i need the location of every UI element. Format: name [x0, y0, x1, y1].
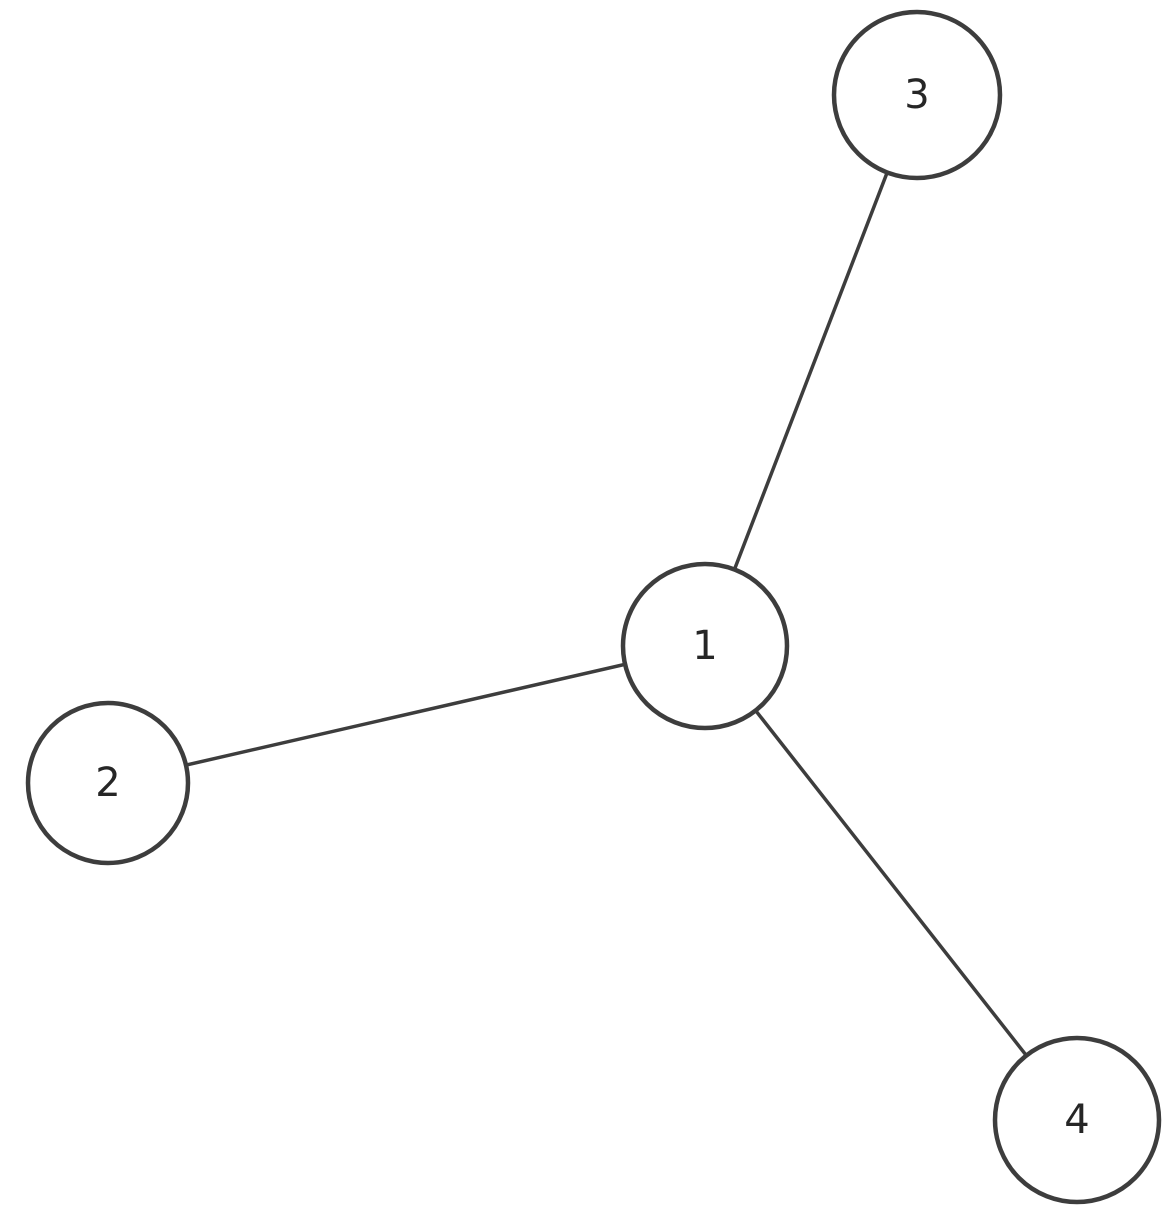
edge-1-3 [703, 94, 919, 647]
node-circle [831, 9, 1003, 181]
graph-node-3: 3 [831, 9, 1003, 181]
node-circle [620, 561, 790, 731]
edge-1-4 [703, 644, 1079, 1122]
edge-1-2 [107, 644, 706, 785]
node-label: 4 [1064, 1097, 1089, 1143]
node-label: 2 [95, 760, 120, 806]
graph-node-2: 2 [25, 700, 191, 866]
edge-layer [107, 94, 1079, 1122]
node-label: 3 [904, 72, 929, 118]
graph-node-1: 1 [620, 561, 790, 731]
node-layer: 1 2 3 4 [25, 9, 1162, 1205]
graph-node-4: 4 [992, 1035, 1162, 1205]
node-circle [25, 700, 191, 866]
node-circle [992, 1035, 1162, 1205]
node-label: 1 [692, 623, 717, 669]
